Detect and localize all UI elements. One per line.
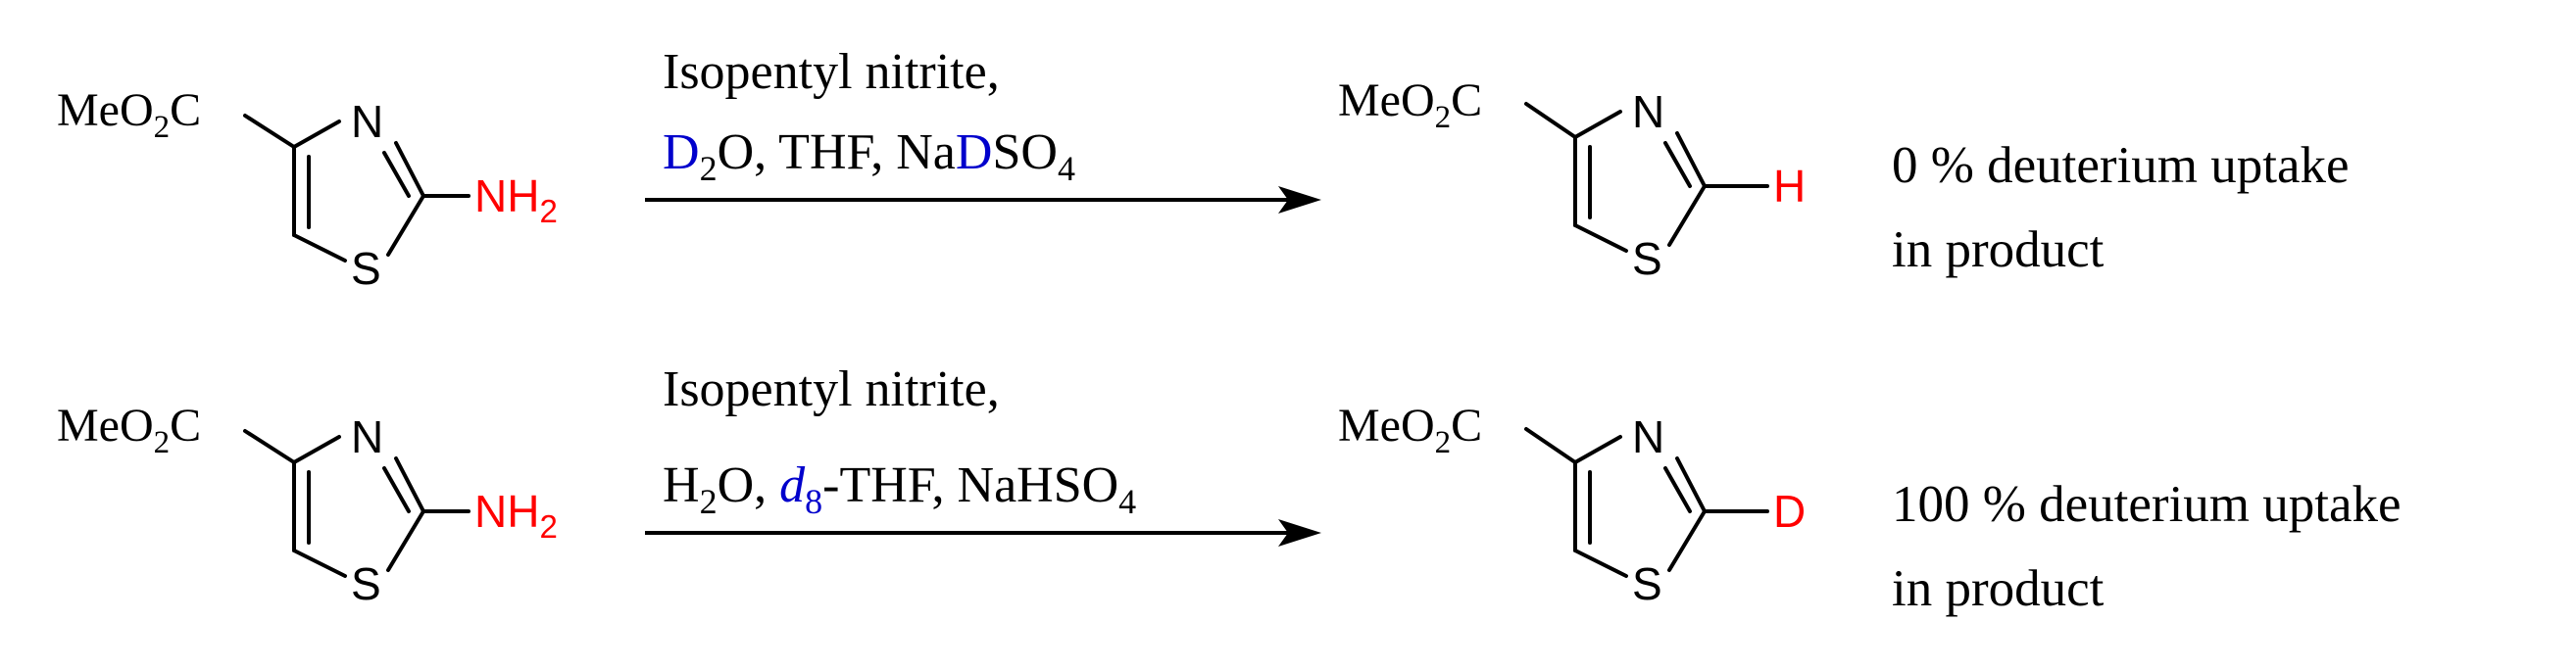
ester-bond bbox=[1524, 427, 1577, 464]
ring-bond bbox=[1675, 131, 1707, 188]
product-molecule: MeO2C N S D bbox=[1338, 400, 1806, 609]
ester-subscript: 2 bbox=[1435, 100, 1452, 135]
ring-nitrogen: N bbox=[351, 96, 383, 147]
result-line-1: 100 % deuterium uptake bbox=[1892, 476, 2402, 533]
ring-bond bbox=[1573, 435, 1622, 464]
conditions-reagent-line: Isopentyl nitrite, bbox=[663, 44, 1000, 100]
deuterium-label: D bbox=[1773, 486, 1806, 537]
conditions-reagent-line: Isopentyl nitrite, bbox=[663, 361, 1000, 417]
formula-text: -THF, NaHSO bbox=[822, 457, 1118, 513]
ring-bond bbox=[394, 456, 425, 513]
formula-subscript: 2 bbox=[700, 482, 718, 521]
ring-bond bbox=[386, 509, 425, 572]
reaction-row-1: MeO2C N S NH2 Isopentyl nitrite, D2O, TH… bbox=[57, 44, 2350, 294]
ring-nitrogen: N bbox=[1632, 86, 1664, 137]
ring-bond bbox=[386, 194, 425, 257]
ring-sulfur: S bbox=[351, 558, 381, 609]
ring-double-bond bbox=[382, 151, 411, 198]
ester-bond bbox=[243, 429, 296, 464]
ring-double-bond bbox=[1663, 466, 1692, 513]
result-note: 0 % deuterium uptake in product bbox=[1892, 137, 2350, 278]
ester-subscript: 2 bbox=[154, 425, 171, 460]
ring-sulfur: S bbox=[1632, 558, 1662, 609]
hydrogen-label: H bbox=[1773, 161, 1806, 212]
ester-bond bbox=[1524, 102, 1577, 139]
result-line-2: in product bbox=[1892, 221, 2105, 278]
ring-bond bbox=[1573, 110, 1622, 139]
reaction-row-2: MeO2C N S NH2 Isopentyl nitrite, H2O, d8… bbox=[57, 361, 2402, 617]
ester-suffix: C bbox=[1451, 74, 1482, 126]
reactant-molecule: MeO2C N S NH2 bbox=[57, 84, 558, 294]
result-line-2: in product bbox=[1892, 560, 2105, 617]
amino-text: NH bbox=[474, 170, 539, 221]
ring-sulfur: S bbox=[351, 243, 381, 294]
ester-group-label: MeO2C bbox=[57, 400, 201, 460]
formula-subscript: 2 bbox=[700, 149, 718, 188]
ester-suffix: C bbox=[170, 84, 201, 136]
formula-text: O, bbox=[718, 457, 780, 513]
formula-text: SO bbox=[992, 124, 1057, 180]
ring-bond bbox=[292, 435, 341, 464]
ring-double-bond bbox=[382, 466, 411, 513]
ring-double-bond bbox=[1663, 141, 1692, 188]
amino-group-label: NH2 bbox=[474, 170, 558, 229]
amino-subscript: 2 bbox=[539, 193, 557, 229]
ring-bond bbox=[292, 233, 347, 263]
result-line-1: 0 % deuterium uptake bbox=[1892, 137, 2350, 194]
ring-bond bbox=[1675, 456, 1707, 513]
amino-text: NH bbox=[474, 486, 539, 537]
product-molecule: MeO2C N S H bbox=[1338, 74, 1806, 284]
ester-group-label: MeO2C bbox=[1338, 400, 1482, 460]
amino-subscript: 2 bbox=[539, 508, 557, 545]
reaction-conditions: Isopentyl nitrite, D2O, THF, NaDSO4 bbox=[663, 44, 1075, 188]
ring-bond bbox=[1667, 509, 1707, 572]
ring-nitrogen: N bbox=[1632, 411, 1664, 462]
ring-bond bbox=[292, 549, 347, 578]
ring-bond bbox=[292, 120, 341, 149]
ester-subscript: 2 bbox=[154, 110, 171, 145]
ester-bond bbox=[243, 114, 296, 149]
reactant-molecule: MeO2C N S NH2 bbox=[57, 400, 558, 609]
ring-nitrogen: N bbox=[351, 411, 383, 462]
isotope-label: D bbox=[663, 124, 700, 180]
ester-group-label: MeO2C bbox=[1338, 74, 1482, 135]
formula-text: O, THF, Na bbox=[718, 124, 956, 180]
isotope-label: D bbox=[956, 124, 993, 180]
conditions-solvent-line: D2O, THF, NaDSO4 bbox=[663, 124, 1075, 188]
reaction-arrow bbox=[645, 186, 1321, 214]
ring-sulfur: S bbox=[1632, 233, 1662, 284]
ester-prefix: MeO bbox=[57, 84, 154, 136]
ring-bond bbox=[1573, 549, 1628, 578]
formula-subscript: 4 bbox=[1058, 149, 1075, 188]
ester-prefix: MeO bbox=[1338, 400, 1435, 452]
conditions-solvent-line: H2O, d8-THF, NaHSO4 bbox=[663, 457, 1136, 521]
formula-text: H bbox=[663, 457, 700, 513]
result-note: 100 % deuterium uptake in product bbox=[1892, 476, 2402, 617]
ester-suffix: C bbox=[170, 400, 201, 452]
ester-subscript: 2 bbox=[1435, 425, 1452, 460]
formula-subscript: 8 bbox=[805, 482, 822, 521]
ring-bond bbox=[1667, 184, 1707, 247]
ester-group-label: MeO2C bbox=[57, 84, 201, 145]
ester-suffix: C bbox=[1451, 400, 1482, 452]
ring-bond bbox=[1573, 223, 1628, 253]
ester-prefix: MeO bbox=[57, 400, 154, 452]
reaction-conditions: Isopentyl nitrite, H2O, d8-THF, NaHSO4 bbox=[663, 361, 1136, 521]
isotope-label: d bbox=[779, 457, 806, 513]
amino-group-label: NH2 bbox=[474, 486, 558, 545]
ester-prefix: MeO bbox=[1338, 74, 1435, 126]
reaction-arrow bbox=[645, 519, 1321, 547]
ring-bond bbox=[394, 141, 425, 198]
formula-subscript: 4 bbox=[1118, 482, 1136, 521]
